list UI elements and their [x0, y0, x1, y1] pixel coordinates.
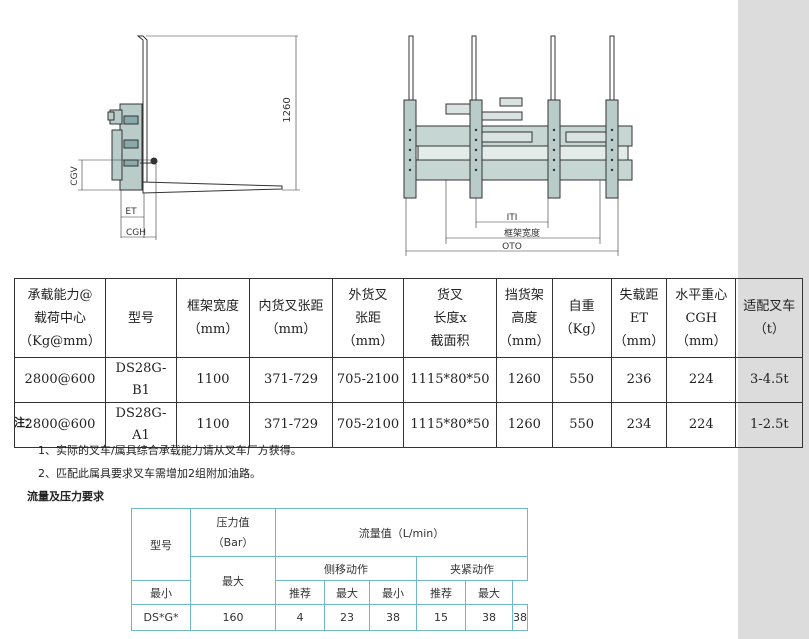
- cell-et: 234: [610, 402, 668, 448]
- flow-header-row-3: 最大 侧移动作 夹紧动作: [132, 556, 528, 605]
- flow-cell-side-min: 4: [275, 604, 325, 631]
- header-weight: 自重（Kg）: [551, 278, 612, 358]
- header-backrest-height: 挡货架高度（mm）: [496, 278, 553, 358]
- cell-backrest: 1260: [496, 402, 553, 448]
- header-capacity: 承载能力@载荷中心（Kg@mm）: [14, 278, 106, 358]
- cell-model: DS28G-A1: [105, 402, 177, 448]
- dim-iti-label: ITI: [507, 213, 518, 223]
- notes-section: 注： 1、实际的叉车/属具综合承载能力请从叉车厂方获得。 2、匹配此属具要求叉车…: [14, 414, 302, 480]
- header-inner-fork-spread: 内货叉张距（mm）: [249, 278, 333, 358]
- note-item-2: 2、匹配此属具要求叉车需增加2组附加油路。: [38, 467, 261, 480]
- flow-cell-clamp-max: 38: [512, 604, 528, 631]
- cell-cgh: 224: [666, 402, 737, 448]
- flow-clamp-header: 夹紧动作: [416, 556, 528, 581]
- flow-cell-clamp-min: 15: [416, 604, 466, 631]
- cell-truck: 3-4.5t: [735, 357, 804, 403]
- cell-et: 236: [610, 357, 668, 403]
- fork-positioner-drawings: 1260 CGV ET CGH: [70, 35, 633, 256]
- flow-side-shift-header: 侧移动作: [275, 556, 417, 581]
- cell-capacity: 2800@600: [14, 402, 106, 448]
- flow-cell-clamp-rec: 38: [465, 604, 513, 631]
- notes-title: 注：: [14, 416, 36, 429]
- spec-header-row: 承载能力@载荷中心（Kg@mm） 型号 框架宽度（mm） 内货叉张距（mm） 外…: [14, 278, 804, 358]
- flow-value-header: 流量值（L/min）: [275, 508, 528, 557]
- cell-truck: 1-2.5t: [735, 402, 804, 448]
- dim-oto-label: OTO: [502, 242, 522, 252]
- flow-side-rec-header: 推荐: [275, 580, 325, 605]
- cell-inner-spread: 371-729: [249, 357, 333, 403]
- cell-fork-size: 1115*80*50: [403, 402, 497, 448]
- cell-weight: 550: [551, 402, 612, 448]
- note-item-1: 1、实际的叉车/属具综合承载能力请从叉车厂方获得。: [38, 444, 302, 457]
- flow-clamp-max-header: 最大: [465, 580, 513, 605]
- cell-inner-spread: 371-729: [249, 402, 333, 448]
- front-view-drawing: [403, 35, 633, 256]
- flow-cell-side-rec: 23: [324, 604, 370, 631]
- cell-frame-width: 1100: [176, 402, 250, 448]
- flow-cell-side-max: 38: [369, 604, 417, 631]
- cell-outer-spread: 705-2100: [332, 402, 404, 448]
- dim-cgv-label: CGV: [70, 165, 80, 185]
- cell-weight: 550: [551, 357, 612, 403]
- spec-table: 承载能力@载荷中心（Kg@mm） 型号 框架宽度（mm） 内货叉张距（mm） 外…: [14, 278, 804, 448]
- dim-et-label: ET: [125, 207, 137, 217]
- cell-cgh: 224: [666, 357, 737, 403]
- side-view-drawing: [78, 35, 300, 240]
- flow-clamp-min-header: 最小: [369, 580, 417, 605]
- cell-backrest: 1260: [496, 357, 553, 403]
- flow-cell-pressure: 160: [190, 604, 276, 631]
- flow-cell-model: DS*G*: [131, 604, 191, 631]
- flow-model-header: 型号: [131, 508, 191, 581]
- cell-model: DS28G-B1: [105, 357, 177, 403]
- table-row: DS*G* 160 4 23 38 15 38 38: [131, 604, 528, 631]
- cell-capacity: 2800@600: [14, 357, 106, 403]
- table-row: 2800@600 DS28G-B1 1100 371-729 705-2100 …: [14, 357, 804, 403]
- cell-fork-size: 1115*80*50: [403, 357, 497, 403]
- flow-pressure-max-header: 最大: [190, 556, 276, 605]
- table-row: 2800@600 DS28G-A1 1100 371-729 705-2100 …: [14, 402, 804, 448]
- dim-cgh-label: CGH: [126, 228, 146, 238]
- dim-height-label: 1260: [282, 97, 293, 122]
- flow-section-title: 流量及压力要求: [27, 490, 104, 503]
- flow-side-max-header: 最大: [324, 580, 370, 605]
- cell-outer-spread: 705-2100: [332, 357, 404, 403]
- header-model: 型号: [105, 278, 177, 358]
- flow-pressure-header: 压力值（Bar）: [190, 508, 276, 557]
- flow-table: 型号 压力值（Bar） 流量值（L/min） 最大 侧移动作 夹紧动作 最小 推…: [131, 508, 528, 631]
- header-truck: 适配叉车（t）: [735, 278, 804, 358]
- cell-frame-width: 1100: [176, 357, 250, 403]
- flow-header-row-1: 型号 压力值（Bar） 流量值（L/min）: [131, 508, 528, 581]
- dim-frame-width-label: 框架宽度: [504, 227, 540, 239]
- header-frame-width: 框架宽度（mm）: [176, 278, 250, 358]
- flow-clamp-rec-header: 推荐: [416, 580, 466, 605]
- flow-side-min-header: 最小: [131, 580, 191, 605]
- header-outer-fork-spread: 外货叉张距（mm）: [332, 278, 404, 358]
